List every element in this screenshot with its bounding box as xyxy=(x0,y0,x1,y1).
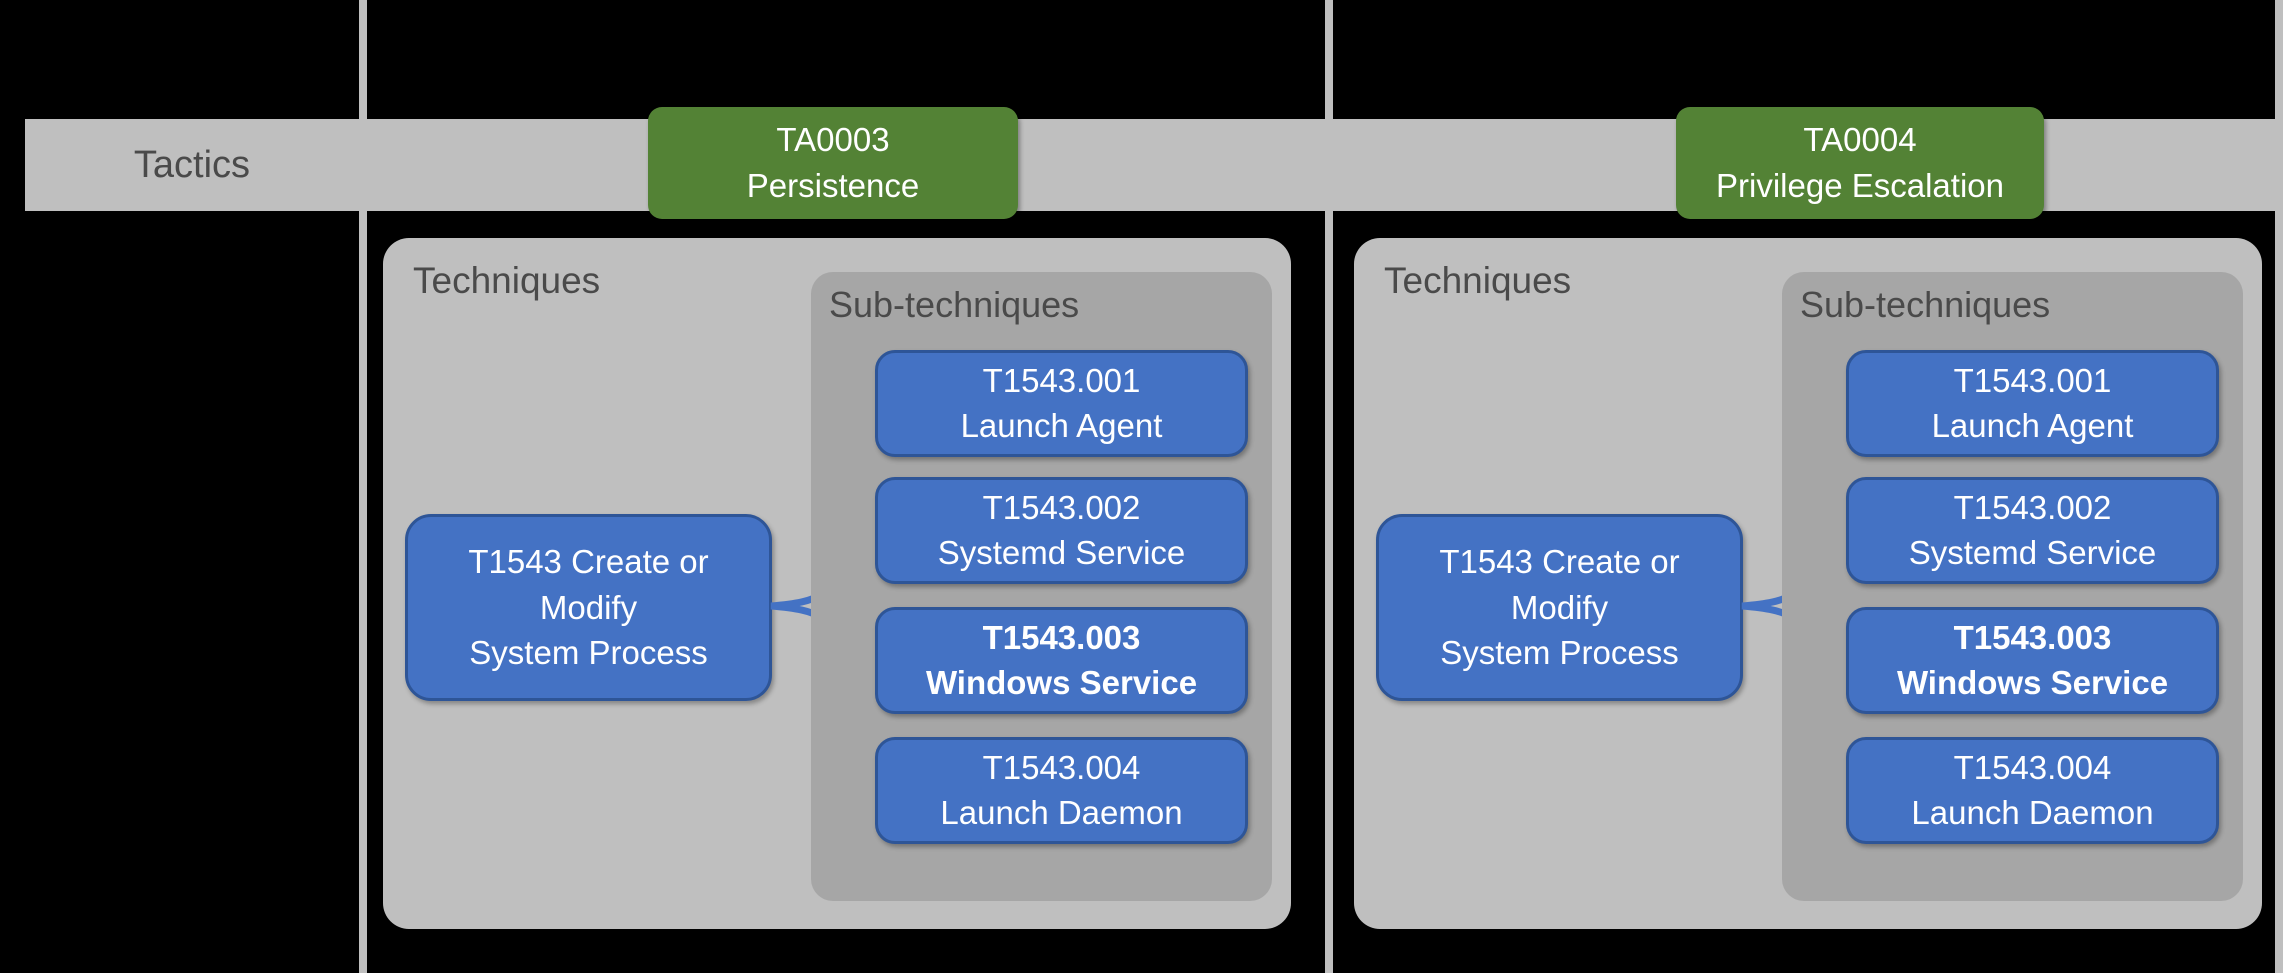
subtechniques-panel: Sub-techniques T1543.001 Launch Agent T1… xyxy=(811,272,1272,901)
tactic-name: Persistence xyxy=(746,167,920,204)
subtechnique-box-t1543-002: T1543.002 Systemd Service xyxy=(875,477,1248,584)
technique-box-t1543: T1543 Create or Modify System Process xyxy=(405,514,772,701)
tactic-id: TA0004 xyxy=(1803,121,1917,159)
technique-box-t1543: T1543 Create or Modify System Process xyxy=(1376,514,1743,701)
tactic-box-privilege-escalation: TA0004 Privilege Escalation xyxy=(1676,107,2044,219)
subtechniques-panel: Sub-techniques T1543.001 Launch Agent T1… xyxy=(1782,272,2243,901)
tactic-box-persistence: TA0003 Persistence xyxy=(648,107,1018,219)
column-divider-left xyxy=(359,0,367,973)
subtechniques-label: Sub-techniques xyxy=(829,284,1080,325)
techniques-panel-privilege-escalation: Techniques T1543 Create or Modify System… xyxy=(1354,238,2262,929)
subtechnique-box-t1543-004: T1543.004 Launch Daemon xyxy=(875,737,1248,844)
subtechnique-box-t1543-002: T1543.002 Systemd Service xyxy=(1846,477,2219,584)
column-divider-right xyxy=(2275,0,2283,973)
techniques-panel-persistence: Techniques T1543 Create or Modify System… xyxy=(383,238,1291,929)
subtechnique-box-t1543-003: T1543.003 Windows Service xyxy=(875,607,1248,714)
tactic-id: TA0003 xyxy=(776,121,890,159)
tactics-row-label: Tactics xyxy=(133,143,251,186)
subtechnique-box-t1543-001: T1543.001 Launch Agent xyxy=(875,350,1248,457)
techniques-label: Techniques xyxy=(413,260,601,301)
subtechnique-box-t1543-001: T1543.001 Launch Agent xyxy=(1846,350,2219,457)
subtechnique-box-t1543-003: T1543.003 Windows Service xyxy=(1846,607,2219,714)
techniques-label: Techniques xyxy=(1384,260,1572,301)
subtechniques-label: Sub-techniques xyxy=(1800,284,2051,325)
subtechnique-box-t1543-004: T1543.004 Launch Daemon xyxy=(1846,737,2219,844)
column-divider-middle xyxy=(1325,0,1333,973)
tactic-name: Privilege Escalation xyxy=(1716,167,2004,204)
